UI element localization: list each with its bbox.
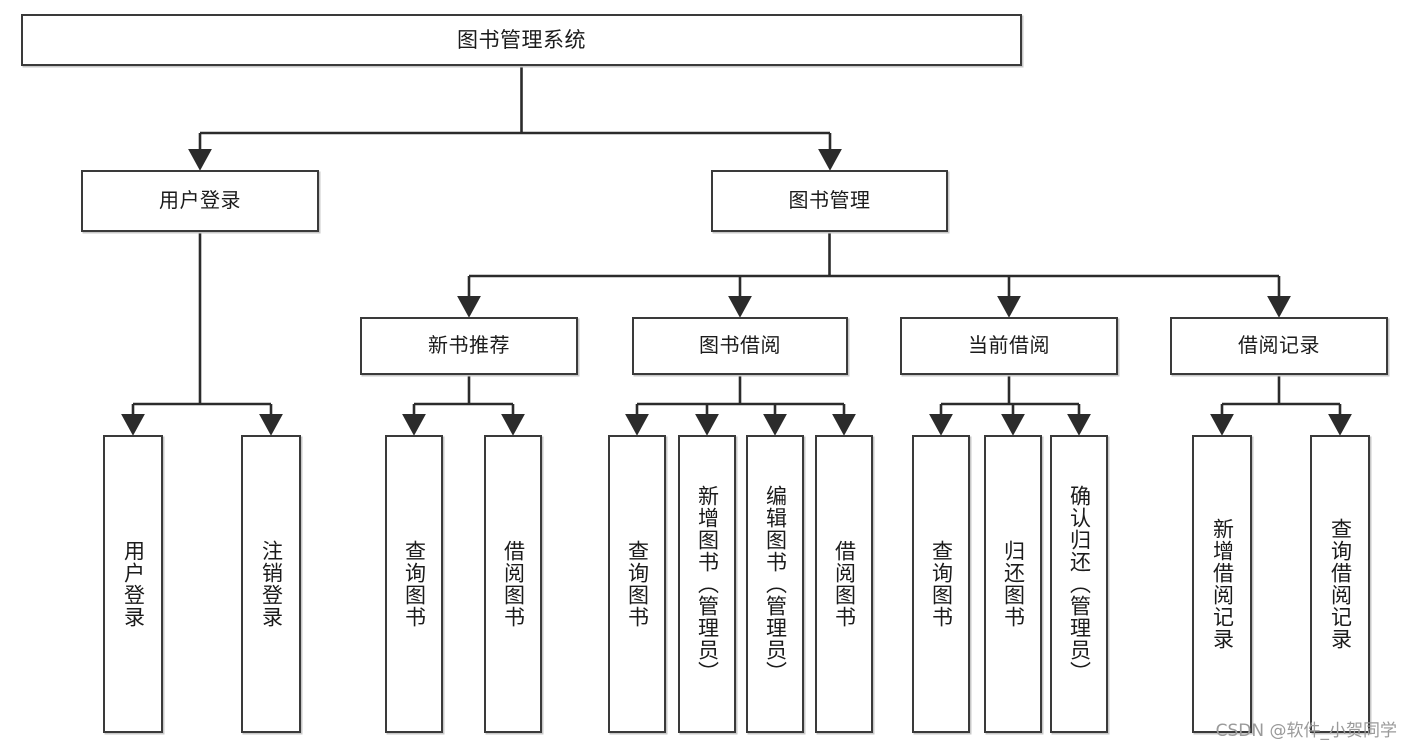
node-leaf-query-book-recommend[interactable]: 查询图书 <box>385 435 443 733</box>
node-book-management-label: 图书管理 <box>788 188 871 213</box>
node-leaf-add-borrow-record-label: 新增借阅记录 <box>1210 518 1235 650</box>
node-leaf-logout-label: 注销登录 <box>259 540 284 628</box>
node-leaf-confirm-return[interactable]: 确认归还（管理员） <box>1050 435 1108 733</box>
node-leaf-user-login[interactable]: 用户登录 <box>103 435 163 733</box>
node-leaf-user-login-label: 用户登录 <box>121 540 146 628</box>
node-leaf-edit-book-label: 编辑图书（管理员） <box>763 485 788 683</box>
node-book-management[interactable]: 图书管理 <box>711 170 948 232</box>
node-leaf-borrow-book-recommend-label: 借阅图书 <box>501 540 526 628</box>
node-leaf-borrow-book-label: 借阅图书 <box>832 540 857 628</box>
node-current-borrow-label: 当前借阅 <box>968 333 1050 358</box>
node-root[interactable]: 图书管理系统 <box>21 14 1022 66</box>
node-leaf-query-borrow-record[interactable]: 查询借阅记录 <box>1310 435 1370 733</box>
node-leaf-add-book[interactable]: 新增图书（管理员） <box>678 435 736 733</box>
node-leaf-confirm-return-label: 确认归还（管理员） <box>1067 485 1092 683</box>
node-current-borrow[interactable]: 当前借阅 <box>900 317 1118 375</box>
node-user-login-label: 用户登录 <box>159 188 241 213</box>
node-leaf-query-book-current[interactable]: 查询图书 <box>912 435 970 733</box>
node-new-book-recommend[interactable]: 新书推荐 <box>360 317 578 375</box>
node-leaf-return-book[interactable]: 归还图书 <box>984 435 1042 733</box>
node-leaf-query-book-borrow[interactable]: 查询图书 <box>608 435 666 733</box>
node-book-borrow[interactable]: 图书借阅 <box>632 317 848 375</box>
node-user-login[interactable]: 用户登录 <box>81 170 319 232</box>
node-book-borrow-label: 图书借阅 <box>699 333 781 358</box>
node-leaf-return-book-label: 归还图书 <box>1001 540 1026 628</box>
node-leaf-edit-book[interactable]: 编辑图书（管理员） <box>746 435 804 733</box>
node-leaf-add-book-label: 新增图书（管理员） <box>695 485 720 683</box>
node-leaf-borrow-book[interactable]: 借阅图书 <box>815 435 873 733</box>
node-new-book-recommend-label: 新书推荐 <box>428 333 510 358</box>
node-leaf-query-book-recommend-label: 查询图书 <box>402 540 427 628</box>
node-leaf-query-book-current-label: 查询图书 <box>929 540 954 628</box>
node-leaf-logout[interactable]: 注销登录 <box>241 435 301 733</box>
node-leaf-add-borrow-record[interactable]: 新增借阅记录 <box>1192 435 1252 733</box>
watermark-text: CSDN @软件_小贺同学 <box>1215 721 1397 741</box>
node-leaf-borrow-book-recommend[interactable]: 借阅图书 <box>484 435 542 733</box>
node-borrow-record-label: 借阅记录 <box>1238 333 1320 358</box>
node-leaf-query-borrow-record-label: 查询借阅记录 <box>1328 518 1353 650</box>
node-root-label: 图书管理系统 <box>457 27 586 52</box>
node-borrow-record[interactable]: 借阅记录 <box>1170 317 1388 375</box>
node-leaf-query-book-borrow-label: 查询图书 <box>625 540 650 628</box>
